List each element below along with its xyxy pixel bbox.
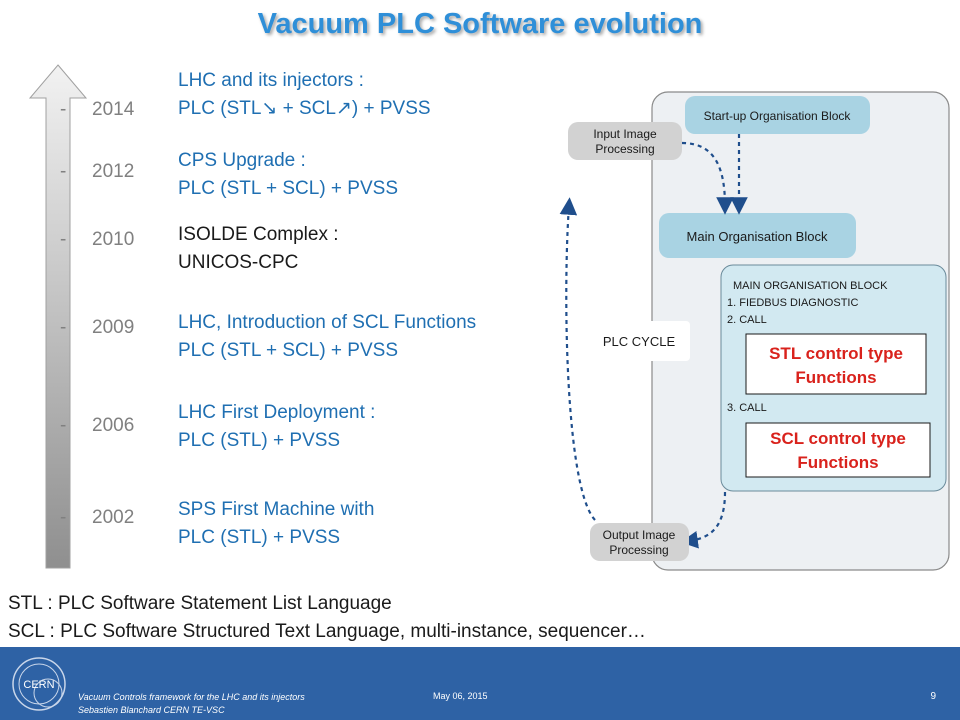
year-label-2006: -2006 xyxy=(60,415,135,436)
entry-line2: PLC (STL) + PVSS xyxy=(178,430,341,451)
output-image-label-1: Output Image xyxy=(603,528,676,542)
mob-heading: MAIN ORGANISATION BLOCK xyxy=(733,280,888,292)
scl-functions-label-1: SCL control type xyxy=(770,429,906,448)
input-image-label-2: Processing xyxy=(595,142,654,156)
output-to-input-arrow xyxy=(559,197,596,521)
year-label-2012: -2012 xyxy=(60,161,135,182)
page-number: 9 xyxy=(930,691,936,702)
entry-line1: CPS Upgrade : xyxy=(178,150,306,171)
input-image-label-1: Input Image xyxy=(593,127,657,141)
entry-line2: PLC (STL) + PVSS xyxy=(178,527,341,548)
mob-step-1: 1. FIEDBUS DIAGNOSTIC xyxy=(727,297,858,309)
footer-bar: CERN Vacuum Controls framework for the L… xyxy=(0,647,960,720)
input-image-block xyxy=(568,122,682,160)
startup-block-label: Start-up Organisation Block xyxy=(704,109,852,123)
cern-logo-icon: CERN xyxy=(12,657,66,711)
timeline-entry-2006: LHC First Deployment : PLC (STL) + PVSS xyxy=(178,399,375,455)
timeline-entry-2010: ISOLDE Complex : UNICOS-CPC xyxy=(178,221,339,277)
timeline-arrow xyxy=(28,64,88,569)
year-label-2014: -2014 xyxy=(60,99,135,120)
year-label-2010: -2010 xyxy=(60,229,135,250)
slide-title: Vacuum PLC Software evolution xyxy=(257,8,703,40)
footer-caption: Vacuum Controls framework for the LHC an… xyxy=(78,691,305,717)
footer-line-2: Sebastien Blanchard CERN TE-VSC xyxy=(78,705,225,715)
mob-step-2: 2. CALL xyxy=(727,314,767,326)
legend: STL : PLC Software Statement List Langua… xyxy=(8,590,646,646)
startup-block xyxy=(685,96,870,134)
output-image-block xyxy=(590,523,689,561)
main-to-output-arrow xyxy=(680,491,727,549)
entry-line2: PLC (STL↘ + SCL↗) + PVSS xyxy=(178,98,431,119)
entry-line2: PLC (STL + SCL) + PVSS xyxy=(178,178,398,199)
timeline-entry-2014: LHC and its injectors : PLC (STL↘ + SCL↗… xyxy=(178,67,431,123)
entry-line1: LHC and its injectors : xyxy=(178,70,364,91)
year-label-2009: -2009 xyxy=(60,317,135,338)
svg-text:CERN: CERN xyxy=(23,679,54,691)
entry-line1: ISOLDE Complex : xyxy=(178,224,339,245)
output-image-label-2: Processing xyxy=(609,543,668,557)
plc-cycle-diagram: Start-up Organisation Block Input Image … xyxy=(559,91,950,571)
footer-date: May 06, 2015 xyxy=(433,691,488,701)
stl-functions-label-1: STL control type xyxy=(769,344,903,363)
entry-line2: PLC (STL + SCL) + PVSS xyxy=(178,340,398,361)
timeline-entry-2002: SPS First Machine with PLC (STL) + PVSS xyxy=(178,496,374,552)
scl-functions-label-2: Functions xyxy=(797,453,878,472)
main-organisation-block xyxy=(659,213,856,258)
legend-stl: STL : PLC Software Statement List Langua… xyxy=(8,593,392,614)
timeline-entry-2012: CPS Upgrade : PLC (STL + SCL) + PVSS xyxy=(178,147,398,203)
entry-line1: LHC First Deployment : xyxy=(178,402,376,423)
stl-functions-label-2: Functions xyxy=(795,368,876,387)
timeline-entry-2009: LHC, Introduction of SCL Functions PLC (… xyxy=(178,309,476,365)
input-to-main-arrow xyxy=(681,141,734,215)
plc-cycle-box xyxy=(588,321,690,361)
footer-line-1: Vacuum Controls framework for the LHC an… xyxy=(78,692,305,702)
main-organisation-block-label: Main Organisation Block xyxy=(687,229,828,244)
legend-scl: SCL : PLC Software Structured Text Langu… xyxy=(8,621,646,642)
entry-line1: SPS First Machine with xyxy=(178,499,375,520)
entry-line2: UNICOS-CPC xyxy=(178,252,299,273)
entry-line1: LHC, Introduction of SCL Functions xyxy=(178,312,477,333)
year-label-2002: -2002 xyxy=(60,507,135,528)
mob-step-3: 3. CALL xyxy=(727,402,767,414)
scl-functions-box xyxy=(745,422,931,478)
stl-functions-box xyxy=(745,333,927,395)
plc-cycle-label: PLC CYCLE xyxy=(603,334,676,349)
